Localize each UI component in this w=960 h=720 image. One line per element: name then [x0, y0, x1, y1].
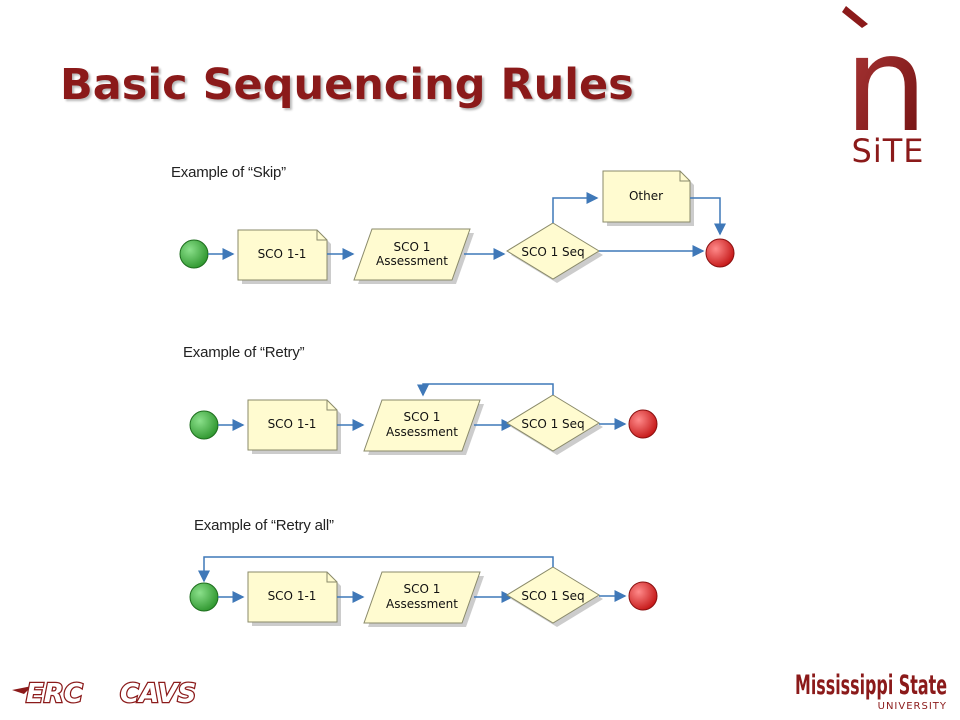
msu-logo-main-text: Mississippi State: [795, 670, 947, 701]
assessment-label-line1: SCO 1: [404, 582, 441, 596]
diagram-retry-all: SCO 1-1 SCO 1 Assessment SCO 1 Seq: [189, 556, 658, 627]
erc-cavs-logo-swoosh: [12, 686, 32, 694]
start-node: [179, 239, 209, 269]
seq-decision: SCO 1 Seq: [506, 566, 603, 627]
erc-logo-text: ERC: [26, 679, 83, 709]
assessment-label-line1: SCO 1: [404, 410, 441, 424]
start-node: [189, 582, 219, 612]
sco-document: SCO 1-1: [247, 399, 341, 454]
assessment-parallelogram: SCO 1 Assessment: [353, 228, 474, 284]
arrow-seq-to-other: [552, 192, 599, 223]
assessment-parallelogram: SCO 1 Assessment: [363, 571, 484, 627]
assessment-label-line2: Assessment: [376, 254, 448, 268]
site-logo-letter: n: [844, 8, 928, 162]
end-node: [628, 409, 658, 439]
assessment-label-line2: Assessment: [386, 597, 458, 611]
example-label-retry: Example of “Retry”: [183, 344, 305, 361]
other-document: Other: [602, 170, 694, 226]
assessment-parallelogram: SCO 1 Assessment: [363, 399, 484, 455]
cavs-logo-text: CAVS: [120, 679, 196, 709]
other-label: Other: [629, 189, 663, 203]
msu-logo-sub-text: UNIVERSITY: [878, 701, 947, 712]
erc-cavs-logo: ERC CAVS: [12, 678, 198, 710]
arrow-retry-loop: [417, 383, 554, 397]
start-node: [189, 410, 219, 440]
sco-label: SCO 1-1: [268, 589, 317, 603]
assessment-label-line2: Assessment: [386, 425, 458, 439]
site-logo: n SiTE: [842, 6, 928, 166]
sco-document: SCO 1-1: [247, 571, 341, 626]
slide-title: Basic Sequencing Rules: [60, 60, 634, 110]
seq-label: SCO 1 Seq: [521, 417, 584, 431]
sco-label: SCO 1-1: [258, 247, 307, 261]
seq-label: SCO 1 Seq: [521, 245, 584, 259]
example-label-retry-all: Example of “Retry all”: [194, 517, 334, 534]
seq-decision: SCO 1 Seq: [506, 394, 603, 455]
arrow-retry-all-loop: [198, 556, 554, 583]
site-logo-text: SiTE: [852, 132, 925, 166]
seq-label: SCO 1 Seq: [521, 589, 584, 603]
sco-label: SCO 1-1: [268, 417, 317, 431]
arrow-other-to-end: [690, 197, 726, 236]
seq-decision: SCO 1 Seq: [506, 222, 603, 283]
end-node: [705, 238, 735, 268]
assessment-label-line1: SCO 1: [394, 240, 431, 254]
sco-document: SCO 1-1: [237, 229, 331, 284]
example-label-skip: Example of “Skip”: [171, 164, 286, 181]
site-logo-accent: [842, 6, 868, 28]
mississippi-state-logo: Mississippi State UNIVERSITY: [795, 670, 947, 712]
diagram-skip: SCO 1-1 SCO 1 Assessment SCO 1 Seq Other: [179, 170, 735, 284]
diagram-retry: SCO 1-1 SCO 1 Assessment SCO 1 Seq: [189, 383, 658, 455]
end-node: [628, 581, 658, 611]
